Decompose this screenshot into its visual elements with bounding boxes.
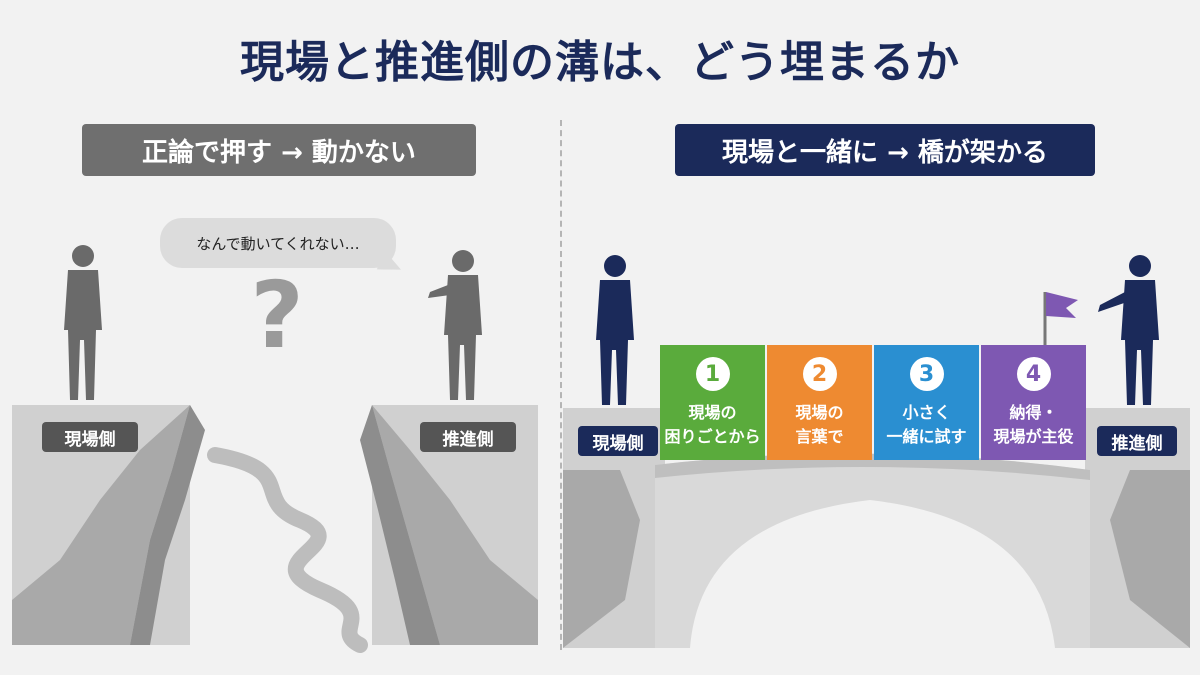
right-cliff-right-face — [1110, 470, 1190, 648]
river — [207, 447, 368, 653]
bridge-deck-edge — [655, 453, 1090, 480]
left-promoter-label: 推進側 — [420, 422, 516, 452]
bridge-step-4: 4 納得・ 現場が主役 — [981, 345, 1086, 460]
left-person-field — [64, 245, 102, 400]
left-field-label: 現場側 — [42, 422, 138, 452]
right-field-label: 現場側 — [578, 426, 658, 456]
step-text-line2: 一緒に試す — [886, 427, 967, 446]
step-text: 納得・ 現場が主役 — [993, 401, 1073, 449]
step-number: 1 — [695, 357, 730, 391]
bridge-step-2: 2 現場の 言葉で — [767, 345, 872, 460]
left-cliff-left-shadow — [130, 405, 205, 645]
step-text: 小さく 一緒に試す — [886, 401, 966, 449]
right-banner: 現場と一緒に → 橋が架かる — [675, 124, 1095, 176]
step-text-line1: 納得・ — [1009, 403, 1058, 422]
step-text-line1: 現場の — [795, 403, 844, 422]
right-person-field — [596, 255, 634, 405]
step-text-line2: 現場が主役 — [993, 427, 1074, 446]
bridge-step-3: 3 小さく 一緒に試す — [874, 345, 979, 460]
left-banner: 正論で押す → 動かない — [82, 124, 476, 176]
question-mark: ? — [250, 262, 304, 369]
step-text-line1: 小さく — [902, 403, 951, 422]
left-cliff-right-face — [372, 405, 538, 645]
step-text: 現場の 困りごとから — [664, 401, 760, 449]
bridge-step-1: 1 現場の 困りごとから — [660, 345, 765, 460]
panel-divider — [560, 120, 562, 650]
right-cliff-left-face — [563, 470, 640, 648]
step-text: 現場の 言葉で — [795, 401, 843, 449]
step-number: 3 — [909, 357, 944, 391]
flag-icon — [1046, 292, 1078, 318]
step-text-line1: 現場の — [688, 403, 737, 422]
step-number: 2 — [802, 357, 837, 391]
step-text-line2: 言葉で — [795, 427, 844, 446]
step-text-line2: 困りごとから — [664, 427, 761, 446]
right-promoter-label: 推進側 — [1097, 426, 1177, 456]
right-person-promoter — [1098, 255, 1159, 405]
left-person-promoter — [428, 250, 482, 400]
speech-bubble: なんで動いてくれない… — [160, 218, 396, 268]
page-title: 現場と推進側の溝は、どう埋まるか — [240, 37, 960, 88]
left-cliff-left-face — [12, 405, 190, 645]
bridge-arch — [655, 453, 1090, 648]
step-number: 4 — [1016, 357, 1051, 391]
left-cliff-right-shadow — [360, 405, 440, 645]
